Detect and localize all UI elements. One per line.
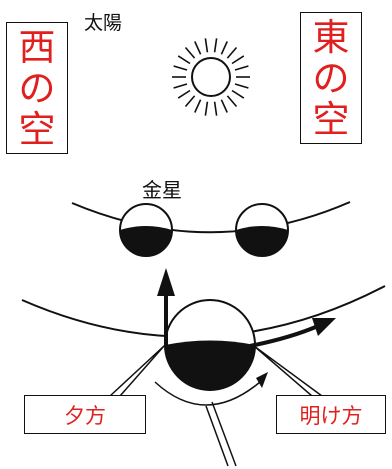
sun-icon (172, 38, 250, 116)
sun-label: 太陽 (84, 12, 123, 34)
sun-ray (194, 41, 202, 55)
venus-label: 金星 (142, 178, 182, 202)
sun-ray (220, 99, 228, 113)
sun-ray (177, 55, 191, 65)
east-sky-char-2: の (312, 56, 350, 100)
right-arrow-icon (249, 318, 336, 348)
west-sky-char-3: 空 (18, 107, 56, 151)
sun-ray (231, 89, 245, 99)
sun-ray (213, 38, 218, 53)
east-sky-char-3: 空 (312, 97, 350, 141)
sun-ray (194, 99, 202, 113)
west-sky-label: 西 の 空 (6, 22, 68, 154)
callout-dawn-pointer (253, 345, 323, 397)
sun-ray (184, 46, 196, 59)
sun-ray (184, 95, 196, 108)
sun-ray (213, 101, 218, 116)
callout-evening-pointer (109, 345, 165, 397)
west-sky-char-2: の (18, 66, 56, 110)
sun-ray (173, 65, 188, 71)
evening-label: 夕方 (24, 395, 146, 434)
sun-ray (231, 55, 245, 65)
sun-ray (204, 101, 209, 116)
east-sky-char-1: 東 (312, 15, 350, 59)
sun-ray (234, 65, 249, 71)
sun-ray (226, 95, 238, 108)
sun-ray (234, 83, 249, 89)
sun-ray (177, 89, 191, 99)
rotation-arrow-icon (154, 372, 268, 406)
venus-upper-right (235, 203, 289, 257)
up-arrow-icon (157, 268, 175, 346)
upper-orbit-arc (71, 201, 351, 234)
venus-upper-left (119, 203, 173, 257)
east-sky-label: 東 の 空 (300, 12, 362, 144)
pointer-lines (205, 401, 237, 467)
venus-large (164, 299, 256, 391)
dawn-label: 明け方 (276, 395, 386, 434)
sun-ray (204, 38, 209, 53)
sun-ray (226, 46, 238, 59)
sun-ray (173, 83, 188, 89)
west-sky-char-1: 西 (18, 25, 56, 69)
sun-ray (220, 41, 228, 55)
